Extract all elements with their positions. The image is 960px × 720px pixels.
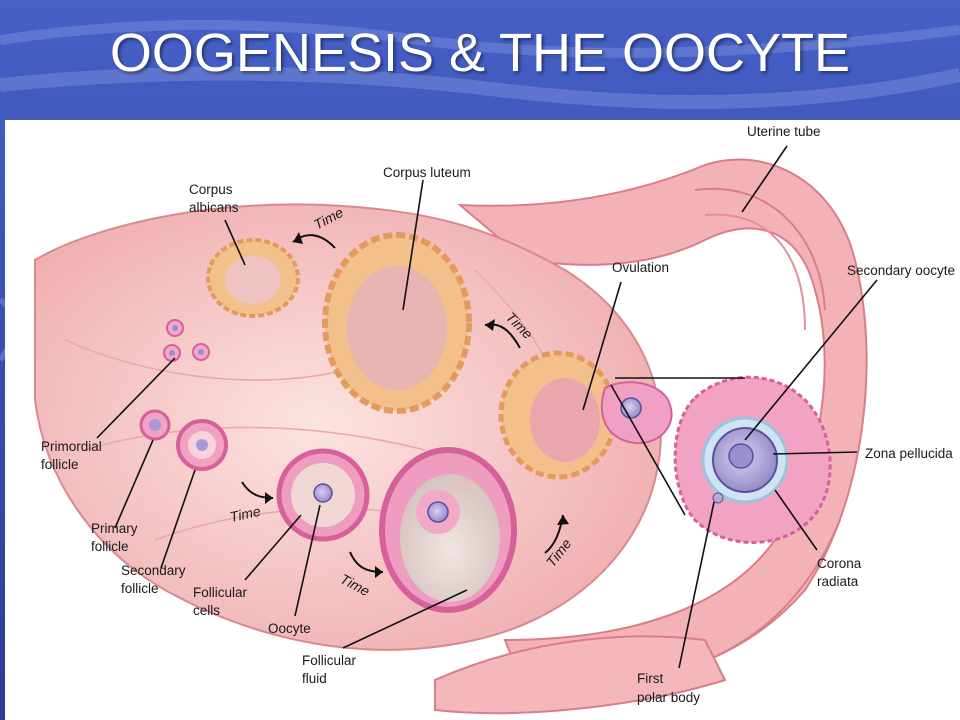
label-follicular-fluid-2: fluid xyxy=(302,671,327,686)
label-first-polar-body-1: First xyxy=(637,671,663,686)
label-follicular-cells-2: cells xyxy=(193,603,220,618)
label-secondary-follicle-2: follicle xyxy=(121,581,159,596)
primordial-follicles xyxy=(163,319,210,362)
antral-follicle-small xyxy=(276,448,370,542)
corpus-luteum xyxy=(322,232,472,414)
leader-lines xyxy=(96,145,878,669)
label-corona-radiata-2: radiata xyxy=(817,574,859,589)
ovary-illustration: Uterine tube Corpus luteum Corpus albica… xyxy=(34,124,955,715)
label-primordial-follicle-1: Primordial xyxy=(41,439,102,454)
time-label-3: Time xyxy=(228,503,262,525)
label-secondary-follicle-1: Secondary xyxy=(121,563,186,578)
label-corpus-albicans-2: albicans xyxy=(189,200,239,215)
label-corpus-albicans-1: Corpus xyxy=(189,182,233,197)
label-primary-follicle-2: follicle xyxy=(91,539,129,554)
time-arrowheads xyxy=(265,232,569,578)
label-first-polar-body-2: polar body xyxy=(637,690,700,705)
label-primary-follicle-1: Primary xyxy=(91,521,138,536)
primary-follicle xyxy=(139,409,171,441)
secondary-oocyte-enlarged xyxy=(673,375,832,544)
mature-follicle xyxy=(379,447,517,613)
released-oocyte xyxy=(600,381,673,445)
label-uterine-tube: Uterine tube xyxy=(747,124,821,139)
label-primordial-follicle-2: follicle xyxy=(41,457,79,472)
label-oocyte: Oocyte xyxy=(268,621,311,636)
label-zona-pellucida: Zona pellucida xyxy=(865,446,953,461)
label-follicular-cells-1: Follicular xyxy=(193,585,248,600)
label-ovulation: Ovulation xyxy=(612,260,669,275)
label-corona-radiata-1: Corona xyxy=(817,556,862,571)
label-corpus-luteum: Corpus luteum xyxy=(383,165,471,180)
uterine-tube xyxy=(434,158,868,715)
label-secondary-oocyte: Secondary oocyte xyxy=(847,263,955,278)
oogenesis-diagram: Uterine tube Corpus luteum Corpus albica… xyxy=(5,120,960,720)
slide-title: OOGENESIS & THE OOCYTE xyxy=(109,23,851,83)
corpus-albicans xyxy=(206,238,300,318)
label-follicular-fluid-1: Follicular xyxy=(302,653,357,668)
secondary-follicle xyxy=(176,419,228,471)
ruptured-follicle xyxy=(498,350,618,480)
